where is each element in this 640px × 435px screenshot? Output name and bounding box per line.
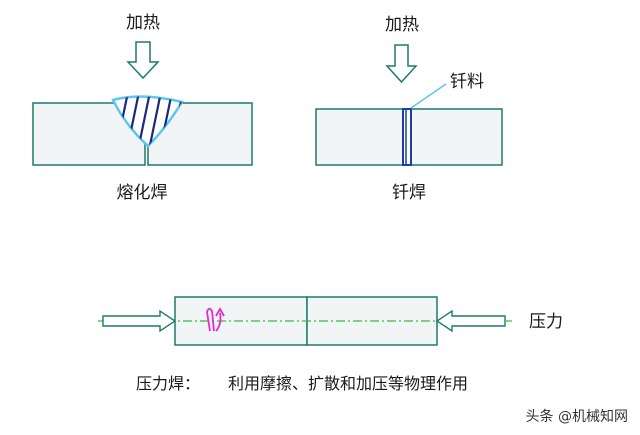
fusion-caption: 熔化焊 xyxy=(117,183,168,203)
pressure-caption-title: 压力焊： xyxy=(136,374,200,393)
pressure-right-bar xyxy=(306,296,438,346)
pressure-caption-desc: 利用摩擦、扩散和加压等物理作用 xyxy=(228,374,468,393)
pressure-right-force-arrow xyxy=(435,309,506,333)
pressure-left-force-arrow xyxy=(102,309,177,333)
brazing-filler-leader xyxy=(410,83,447,109)
brazing-filler-layer xyxy=(402,108,412,166)
brazing-heat-label: 加热 xyxy=(385,15,419,35)
brazing-heat-arrow xyxy=(385,44,418,84)
fusion-heat-arrow xyxy=(126,41,160,80)
watermark-text: 头条 @机械知网 xyxy=(526,408,628,425)
pressure-force-label: 压力 xyxy=(529,312,563,332)
brazing-filler-label: 钎料 xyxy=(450,72,484,92)
rotation-arrow-icon xyxy=(206,307,225,332)
brazing-caption: 钎焊 xyxy=(392,183,426,203)
fusion-heat-label: 加热 xyxy=(126,13,160,33)
